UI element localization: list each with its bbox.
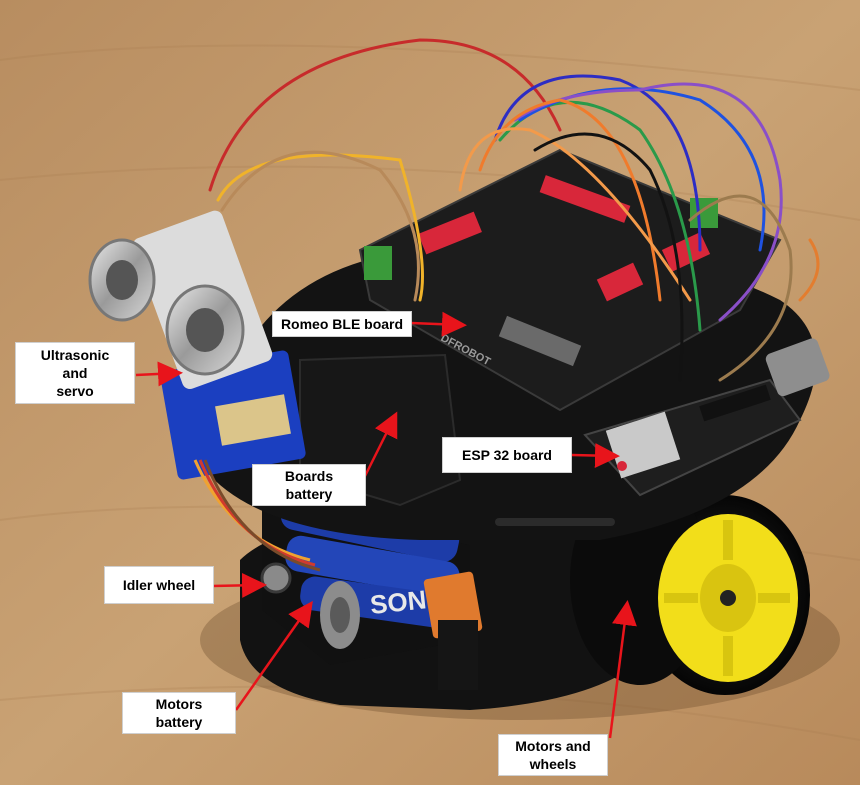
label-motors-battery-line-1: Motors <box>155 696 203 712</box>
label-motors-battery-line-2: battery <box>155 714 203 730</box>
right-wheel <box>570 475 810 695</box>
label-ultrasonic-and-servo: Ultrasonic and servo <box>15 342 135 404</box>
gray-module <box>765 338 830 397</box>
label-boards-battery-line-2: battery <box>285 486 333 502</box>
ultrasonic-sensor <box>88 210 273 389</box>
esp32-board <box>583 378 802 497</box>
romeo-ble-board: DFROBOT <box>358 148 782 412</box>
black-header-pins <box>438 620 478 690</box>
label-motors-wheels-line-2: wheels <box>529 756 577 772</box>
label-boards-battery-line-1: Boards <box>284 468 334 484</box>
label-boards-battery: Boards battery <box>252 464 366 506</box>
label-idler-wheel: Idler wheel <box>104 566 214 604</box>
label-idler-line-1: Idler wheel <box>122 577 196 593</box>
label-ultrasonic-line-3: servo <box>56 383 94 399</box>
label-motors-battery: Motors battery <box>122 692 236 734</box>
servo-cable <box>193 459 321 572</box>
jumper-wires <box>208 38 820 382</box>
idler-wheel <box>260 562 292 594</box>
label-motors-and-wheels: Motors and wheels <box>498 734 608 776</box>
label-ultrasonic-line-1: Ultrasonic <box>40 347 110 363</box>
label-romeo-ble-board: Romeo BLE board <box>272 311 412 337</box>
label-ultrasonic-line-2: and <box>62 365 88 381</box>
label-romeo-line-1: Romeo BLE board <box>280 316 404 332</box>
label-esp32-line-1: ESP 32 board <box>461 447 552 463</box>
label-motors-wheels-line-1: Motors and <box>515 738 591 754</box>
label-esp32-board: ESP 32 board <box>442 437 572 473</box>
